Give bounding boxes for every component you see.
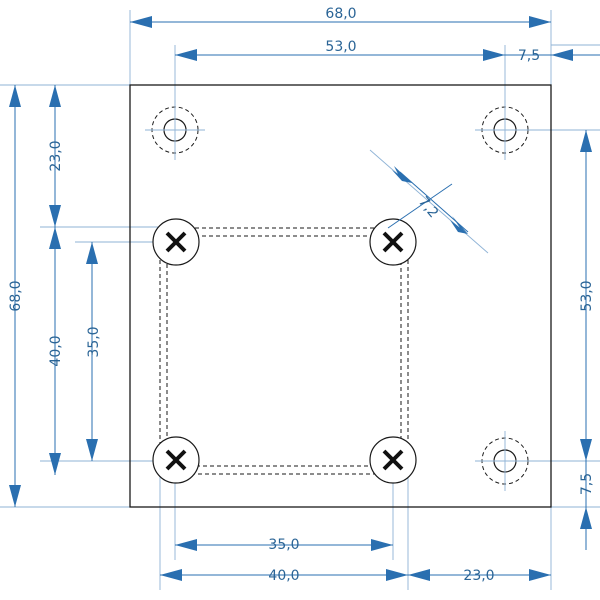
screw-top-left <box>152 218 200 266</box>
screw-top-right <box>369 218 417 266</box>
dim-label-bottom-screw-inner: 35,0 <box>268 537 299 553</box>
extension-lines <box>0 10 600 590</box>
mounting-plate <box>129 84 552 508</box>
dim-label-diagonal: 7,2 <box>415 194 442 221</box>
dim-label-left-screw-outer: 40,0 <box>48 335 64 366</box>
dimension-top-hole-spacing: 53,0 <box>175 39 505 61</box>
dimension-top-offset: 7,5 <box>505 48 600 64</box>
dim-label-left-top-offset: 23,0 <box>48 140 64 171</box>
dim-label-top-hole-spacing: 53,0 <box>325 39 356 55</box>
dimension-bottom-screw-inner: 35,0 <box>175 537 393 553</box>
dimension-right-offset: 7,5 <box>579 461 595 550</box>
dim-label-top-overall: 68,0 <box>325 6 356 22</box>
dim-label-bottom-offset: 23,0 <box>463 568 494 584</box>
screw-bottom-left <box>152 436 200 484</box>
dimension-bottom-screw-outer: 40,0 <box>160 568 408 584</box>
dim-label-left-screw-inner: 35,0 <box>86 326 102 357</box>
dim-label-left-overall: 68,0 <box>8 280 24 311</box>
mounting-hole-top-left <box>145 100 205 160</box>
dim-label-right-hole-spacing: 53,0 <box>579 280 595 311</box>
dimension-left-overall: 68,0 <box>8 85 24 507</box>
dim-label-right-offset: 7,5 <box>579 473 595 495</box>
dim-label-top-offset: 7,5 <box>518 48 540 64</box>
dimension-left-top-offset: 23,0 <box>48 85 64 227</box>
dimension-right-hole-spacing: 53,0 <box>579 130 595 461</box>
outer-dashed-outline <box>159 227 409 475</box>
screw-bottom-right <box>369 436 417 484</box>
dimension-top-overall: 68,0 <box>130 6 551 28</box>
dim-label-bottom-screw-outer: 40,0 <box>268 568 299 584</box>
inner-dashed-outline <box>166 235 402 467</box>
dimension-left-screw-outer: 40,0 <box>48 227 64 475</box>
mounting-hole-top-right <box>475 100 535 160</box>
mounting-hole-bottom-right <box>475 431 535 491</box>
dimension-left-screw-inner: 35,0 <box>86 242 102 461</box>
dimension-bottom-offset: 23,0 <box>408 568 551 584</box>
